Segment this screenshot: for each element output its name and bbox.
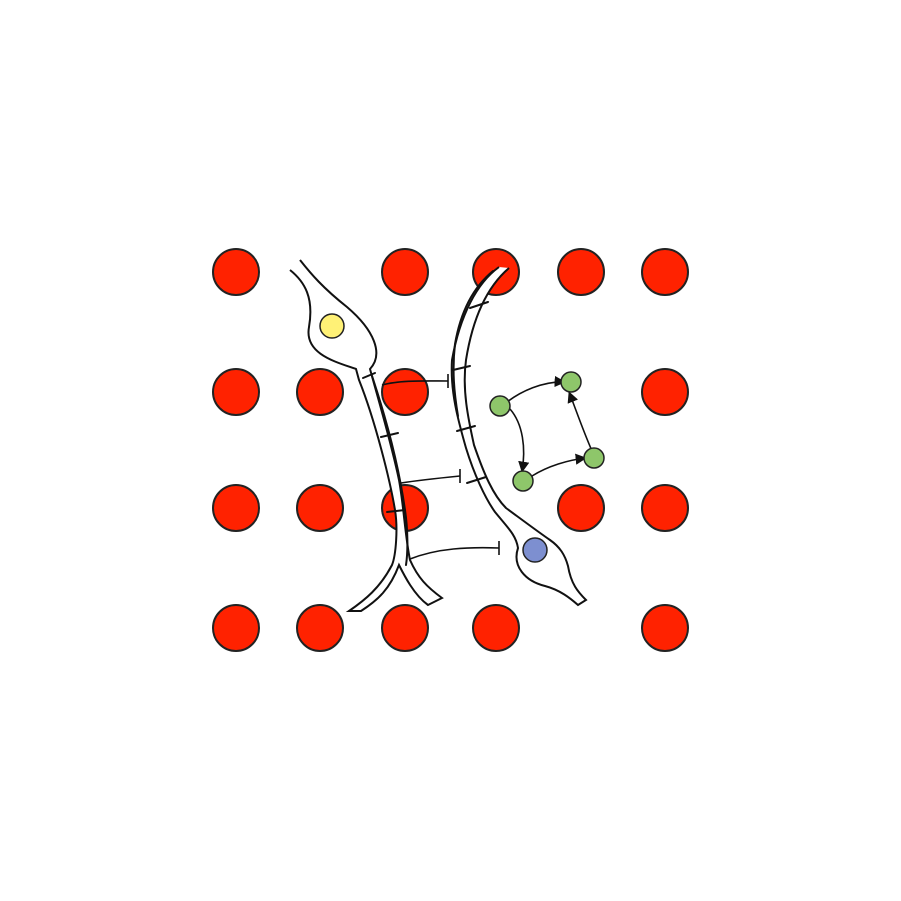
- red-dot: [296, 604, 344, 652]
- red-dot: [212, 604, 260, 652]
- red-dot: [381, 368, 429, 416]
- red-dot: [641, 604, 689, 652]
- upper-axon-inner-line: [371, 375, 409, 566]
- green-node: [512, 470, 534, 492]
- green-network: [489, 371, 605, 492]
- axon-segment-mark: [452, 365, 471, 371]
- synapse-connector-bottom: [409, 546, 500, 560]
- red-dot: [641, 248, 689, 296]
- green-edge: [531, 453, 587, 477]
- red-dot: [641, 484, 689, 532]
- red-dot-grid: [212, 248, 689, 652]
- lower-axon-inner-line: [452, 270, 494, 417]
- red-dot: [381, 248, 429, 296]
- lower-neuron: [450, 266, 588, 607]
- red-dot: [557, 248, 605, 296]
- axon-segment-mark: [380, 432, 399, 438]
- axon-segment-mark: [469, 301, 489, 309]
- green-node: [583, 447, 605, 469]
- green-edge: [567, 391, 593, 452]
- upper-neuron: [289, 259, 444, 612]
- red-dot: [641, 368, 689, 416]
- synapse-connector-top: [381, 380, 449, 386]
- green-node: [560, 371, 582, 393]
- axon-segment-mark: [466, 476, 487, 484]
- green-node: [489, 395, 511, 417]
- neurons-layer: [289, 259, 588, 612]
- synapse-connector-middle: [400, 475, 461, 484]
- red-dot: [296, 484, 344, 532]
- red-dot: [212, 248, 260, 296]
- red-dot: [472, 604, 520, 652]
- axon-segment-mark: [386, 509, 406, 513]
- blue-nucleus: [522, 537, 548, 563]
- red-dot: [381, 604, 429, 652]
- red-dot: [212, 484, 260, 532]
- axon-segment-mark: [362, 372, 376, 379]
- green-edge: [509, 408, 530, 473]
- green-edge: [500, 375, 566, 408]
- axon-segment-mark: [456, 425, 476, 432]
- red-dot: [296, 368, 344, 416]
- yellow-nucleus: [319, 313, 345, 339]
- red-dot: [212, 368, 260, 416]
- red-dot: [557, 484, 605, 532]
